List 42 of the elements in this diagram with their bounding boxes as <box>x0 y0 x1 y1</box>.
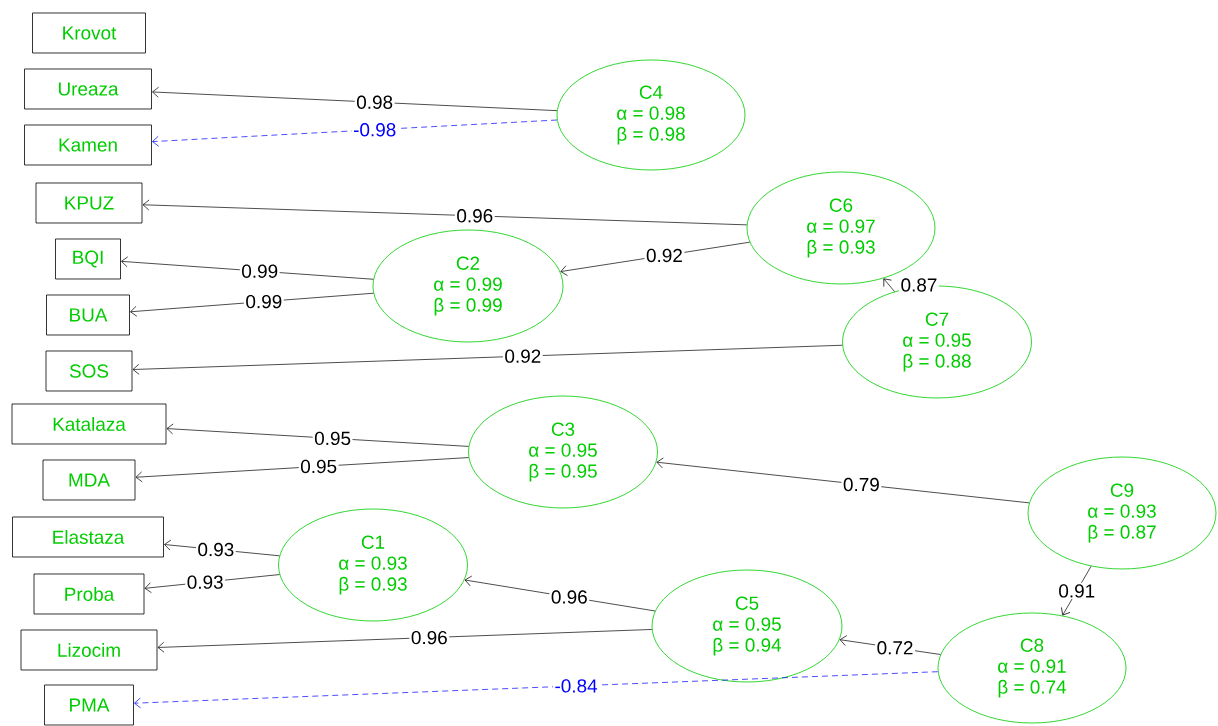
edge-label: 0.96 <box>457 209 493 223</box>
edge-label: 0.99 <box>246 294 282 309</box>
edge-label: 0.92 <box>646 248 682 263</box>
variable-box: Ureaza <box>24 68 152 110</box>
arrow <box>152 119 558 147</box>
edge-label: 0.96 <box>551 590 587 604</box>
variable-box: BUA <box>46 294 130 336</box>
arrow <box>142 199 748 226</box>
edge-label: 0.95 <box>314 431 351 446</box>
arrow <box>883 278 895 292</box>
edge-label: 0.95 <box>300 459 337 474</box>
edge-label: -0.98 <box>354 123 396 137</box>
variable-box: SOS <box>45 350 133 392</box>
arrow <box>134 671 939 709</box>
arrow <box>166 423 469 447</box>
variable-box: KPUZ <box>35 182 143 224</box>
arrow <box>132 344 843 375</box>
edge-label: 0.79 <box>843 477 879 492</box>
variable-box: PMA <box>44 684 134 726</box>
edge-label: 0.91 <box>1059 584 1095 598</box>
variable-box: Kamen <box>24 124 152 166</box>
variable-box: Proba <box>33 573 145 615</box>
arrow <box>656 457 1030 504</box>
variable-box: Elastaza <box>12 516 164 558</box>
arrow <box>157 629 653 653</box>
variable-box: BQI <box>55 238 121 280</box>
edge-label: 0.87 <box>901 278 937 292</box>
arrow <box>1061 565 1092 616</box>
variable-box: MDA <box>42 459 136 501</box>
variable-box: Katalaza <box>11 403 167 445</box>
variable-box: Lizocim <box>20 629 158 671</box>
arrow <box>135 457 469 483</box>
edge-label: 0.98 <box>356 95 393 109</box>
edge-label: 0.72 <box>877 641 913 655</box>
edge-label: 0.96 <box>411 630 447 645</box>
edge-label: 0.93 <box>187 575 223 589</box>
edge-label: 0.99 <box>242 264 278 278</box>
edge-label: -0.84 <box>555 679 598 693</box>
variable-box: Krovot <box>32 12 146 54</box>
edge-label: 0.93 <box>198 542 234 557</box>
edge-label: 0.92 <box>505 349 541 363</box>
arrow <box>152 86 558 111</box>
